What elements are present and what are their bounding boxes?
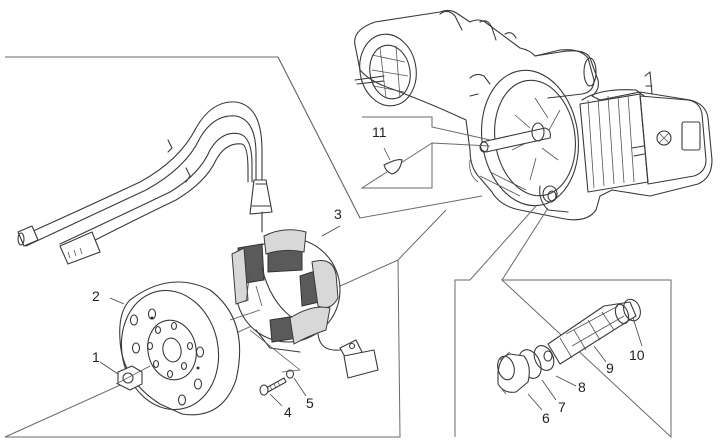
callout-9: 9 (606, 360, 614, 376)
leader-8 (555, 375, 577, 387)
callout-6: 6 (542, 410, 550, 426)
leader-4 (269, 393, 283, 407)
oil-filter-detail-frame (454, 205, 672, 439)
callout-11: 11 (372, 124, 387, 140)
callout-7: 7 (558, 399, 566, 415)
leader-2 (109, 297, 125, 305)
stator-screw (259, 377, 287, 396)
stator (231, 211, 379, 379)
callout-4: 4 (284, 404, 292, 420)
callout-8: 8 (578, 379, 586, 395)
flywheel (119, 281, 261, 416)
flywheel-nut (115, 365, 151, 391)
callout-10: 10 (629, 347, 645, 363)
cylinder-fins (579, 89, 649, 193)
washer (249, 329, 301, 379)
callout-1: 1 (92, 349, 100, 365)
leader-7 (541, 379, 557, 401)
leader-5 (293, 377, 307, 397)
callout-3: 3 (334, 206, 342, 222)
oil-filter-assembly (497, 298, 641, 395)
woodruff-key (383, 159, 403, 175)
leader-1 (99, 361, 119, 375)
engine-block (354, 9, 713, 221)
leader-10 (632, 317, 643, 347)
wiring-harness (17, 101, 273, 265)
leader-9 (593, 345, 607, 363)
leader-3 (321, 225, 341, 237)
callout-2: 2 (92, 288, 100, 304)
callout-5: 5 (306, 395, 314, 411)
leader-6 (527, 393, 543, 411)
